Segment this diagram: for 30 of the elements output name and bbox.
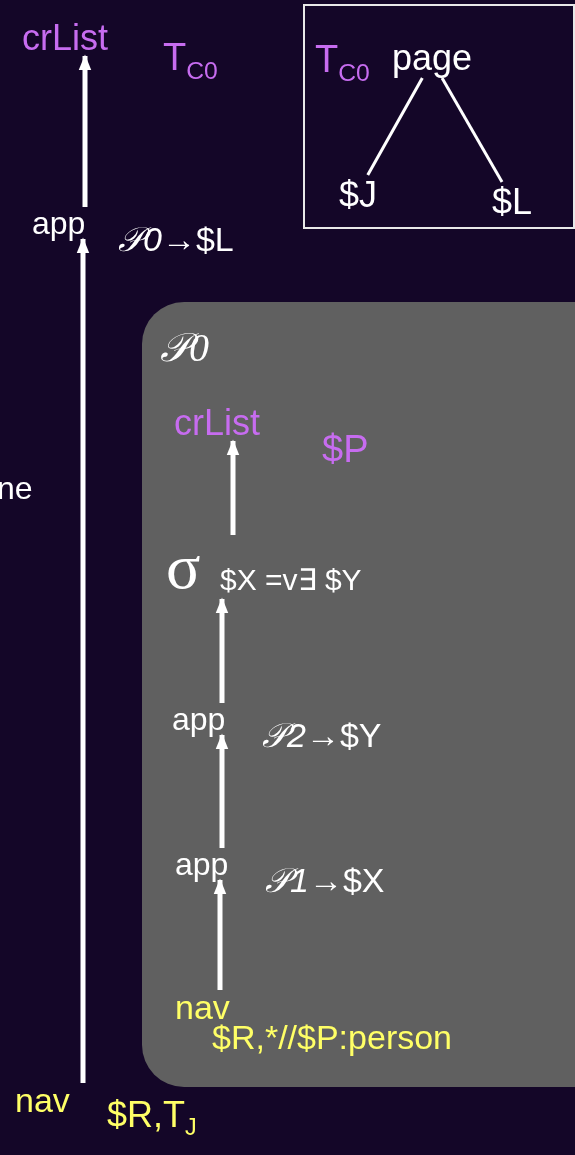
arrow <box>226 439 240 535</box>
operator-label: page <box>392 40 473 76</box>
operator-label: $J <box>339 177 378 213</box>
operator-label: σ <box>166 535 201 599</box>
annotation-text: $R,T$_{J}$ <box>107 1097 197 1140</box>
annotation-text: $P <box>322 430 369 468</box>
cut-off-text: ne <box>0 472 33 504</box>
arrow <box>215 597 229 703</box>
arrow <box>213 878 227 990</box>
annotation-text: $X =v∃ $Y <box>220 565 362 595</box>
operator-label: crList <box>22 20 108 56</box>
annotation-text: 𝒫0→$L <box>118 222 234 256</box>
operator-label: app <box>172 703 226 735</box>
annotation-text: T$_{C0}$ <box>163 38 218 84</box>
annotation-text: 𝒫1→$X <box>265 863 385 897</box>
arrow <box>78 54 92 207</box>
annotation-text: T$_{C0}$ <box>315 40 370 86</box>
tree-frame <box>303 4 575 229</box>
tree-branch-line <box>440 77 504 183</box>
panel-heading: 𝒫0 <box>160 328 209 368</box>
operator-label: app <box>175 848 229 880</box>
operator-label: $L <box>492 184 533 220</box>
operator-label: crList <box>174 405 260 441</box>
tree-branch-line <box>366 77 424 176</box>
operator-label: app <box>32 207 86 239</box>
annotation-text: 𝒫2→$Y <box>262 718 382 752</box>
arrow <box>76 237 90 1083</box>
operator-label: nav <box>15 1083 70 1117</box>
sub-plan-panel <box>142 302 575 1087</box>
arrow <box>215 733 229 848</box>
